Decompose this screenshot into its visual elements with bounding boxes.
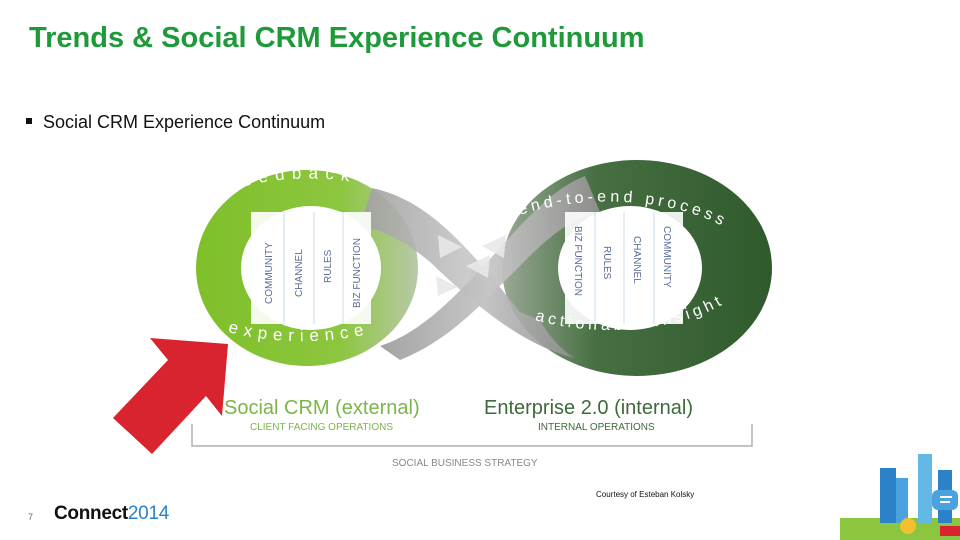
brand-year: 2014 — [127, 503, 169, 524]
bullet-square-icon — [26, 118, 32, 124]
left-column-community: COMMUNITY — [264, 242, 275, 304]
crossing-band-down — [360, 188, 575, 358]
left-column-rules: RULES — [323, 249, 334, 283]
left-subheading: CLIENT FACING OPERATIONS — [250, 422, 393, 433]
speech-bubble-icon — [932, 490, 958, 510]
slide-number: 7 — [28, 512, 34, 522]
building-shape — [880, 468, 896, 523]
direction-arrows — [436, 235, 506, 296]
brand-name: Connect — [54, 503, 128, 524]
left-heading: Social CRM (external) — [224, 397, 420, 419]
red-arrow-icon — [113, 338, 228, 454]
right-column-channel: CHANNEL — [631, 236, 642, 284]
building-shape — [896, 478, 908, 523]
chevron-right-icon — [436, 276, 458, 296]
strategy-bracket — [191, 424, 753, 447]
slide-title: Trends & Social CRM Experience Continuum — [29, 22, 645, 54]
left-column-biz-function: BIZ FUNCTION — [352, 238, 363, 308]
bench-shape — [940, 526, 960, 536]
bullet-text: Social CRM Experience Continuum — [43, 112, 326, 132]
crossing-band-up — [380, 176, 600, 360]
left-column-panel — [251, 212, 371, 324]
building-shape — [918, 454, 932, 523]
chevron-left-icon — [482, 235, 506, 258]
left-column-channel: CHANNEL — [294, 249, 305, 297]
right-subheading: INTERNAL OPERATIONS — [538, 422, 655, 433]
right-column-rules: RULES — [601, 246, 612, 280]
strategy-label: SOCIAL BUSINESS STRATEGY — [392, 458, 538, 469]
chevron-right-icon — [438, 235, 462, 258]
right-column-biz-function: BIZ FUNCTION — [572, 226, 583, 296]
right-column-community: COMMUNITY — [661, 226, 672, 288]
right-heading: Enterprise 2.0 (internal) — [484, 397, 693, 419]
right-column-panel — [565, 212, 683, 324]
city-illustration — [840, 454, 960, 540]
bullet-item: Social CRM Experience Continuum — [26, 112, 325, 133]
grass-shape — [840, 518, 960, 540]
chevron-left-icon — [466, 255, 490, 278]
brand-logo: Connect2014 — [54, 503, 169, 525]
sun-shape — [900, 518, 916, 534]
image-credit: Courtesy of Esteban Kolsky — [596, 490, 695, 499]
